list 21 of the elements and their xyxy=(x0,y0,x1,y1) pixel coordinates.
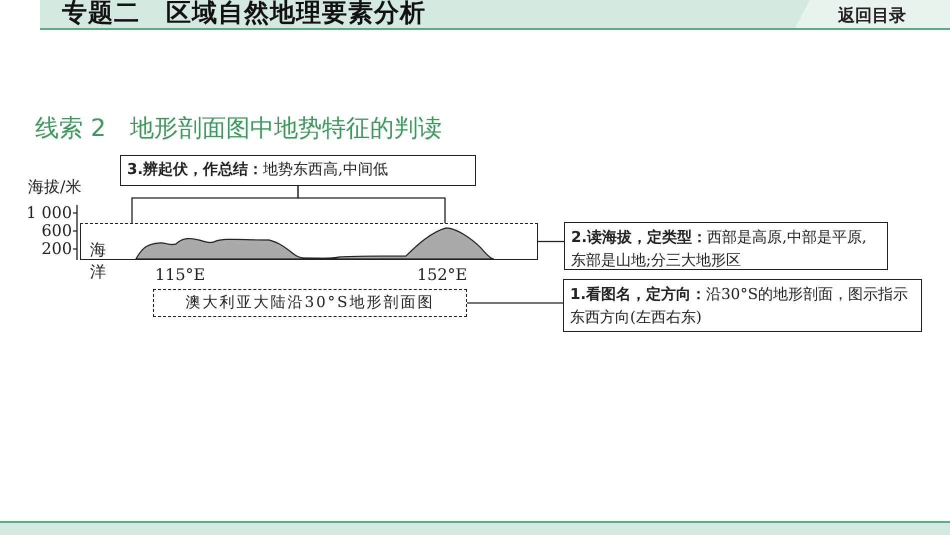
callout-text: 3.辨起伏，作总结：地势东西高,中间低 xyxy=(127,160,388,178)
tick-label: 1 000 xyxy=(26,203,72,222)
back-link: 返回目录 xyxy=(838,5,906,27)
leader-line xyxy=(538,240,564,242)
axis-title: 海拔/米 xyxy=(28,177,82,198)
page-title: 专题二 区域自然地理要素分析 xyxy=(62,0,426,29)
map-title-box xyxy=(153,289,467,317)
callout-text: 澳大利亚大陆沿30°S地形剖面图 xyxy=(186,293,434,311)
callout-box xyxy=(120,155,476,186)
callout-text: 1.看图名，定方向：沿30°S的地形剖面，图示指示东西方向(左西右东) xyxy=(570,285,908,326)
callout-box xyxy=(564,222,888,270)
ocean-label: 海洋 xyxy=(90,239,107,283)
section-heading: 线索 2 地形剖面图中地势特征的判读 xyxy=(35,113,442,144)
leader-line xyxy=(297,186,446,223)
callout-text: 2.读海拔，定类型：西部是高原,中部是平原,东部是山地;分三大地形区 xyxy=(571,228,867,269)
callout-box xyxy=(563,279,922,332)
longitude-label: 115°E xyxy=(155,265,206,284)
leader-line xyxy=(467,302,563,304)
tick-label: 600 xyxy=(40,221,72,240)
tick-label: 200 xyxy=(40,239,72,258)
longitude-label: 152°E xyxy=(417,265,468,284)
